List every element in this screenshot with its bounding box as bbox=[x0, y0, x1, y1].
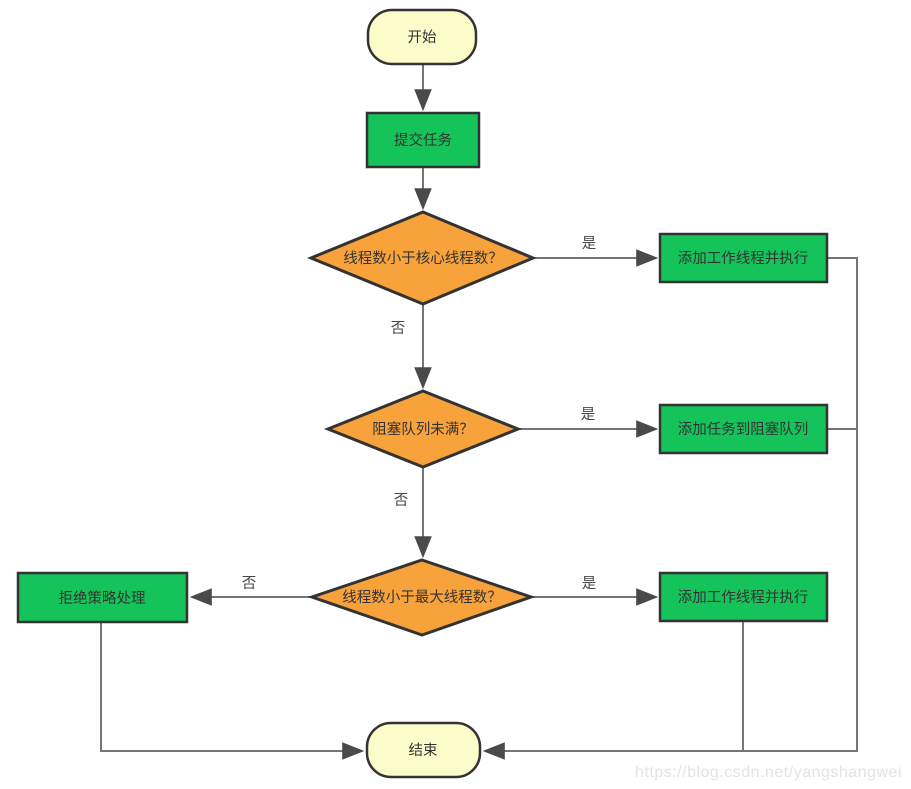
decision-core-label: 线程数小于核心线程数？ bbox=[343, 250, 503, 267]
node-decision-core-threads: 线程数小于核心线程数？ bbox=[307, 210, 537, 306]
submit-task-label: 提交任务 bbox=[394, 131, 452, 149]
edge-label-yes-core: 是 bbox=[582, 236, 597, 252]
csdn-watermark: https://blog.csdn.net/yangshangwei bbox=[635, 764, 902, 781]
node-start: 开始 bbox=[366, 8, 478, 66]
reject-policy-shape bbox=[16, 571, 189, 624]
start-terminal-shape bbox=[366, 8, 478, 66]
add-worker-1-label: 添加工作线程并执行 bbox=[678, 250, 809, 267]
node-end: 结束 bbox=[365, 721, 482, 779]
edge-label-no-max: 否 bbox=[242, 576, 257, 592]
reject-policy-label: 拒绝策略处理 bbox=[59, 590, 146, 607]
edge-label-no-queue: 否 bbox=[394, 493, 409, 509]
add-worker-1-shape bbox=[658, 232, 829, 284]
add-worker-2-label: 添加工作线程并执行 bbox=[678, 589, 809, 606]
edge-label-yes-max: 是 bbox=[582, 576, 597, 592]
end-terminal-shape bbox=[365, 721, 482, 779]
add-task-queue-label: 添加任务到阻塞队列 bbox=[678, 420, 809, 438]
edge-labels: 是 否 是 否 是 否 bbox=[242, 236, 597, 592]
edges bbox=[100, 64, 858, 760]
end-label: 结束 bbox=[409, 742, 438, 759]
node-submit-task: 提交任务 bbox=[365, 111, 481, 169]
node-reject-policy: 拒绝策略处理 bbox=[16, 571, 189, 624]
add-worker-2-shape bbox=[658, 571, 829, 623]
node-decision-max-threads: 线程数小于最大线程数？ bbox=[307, 558, 536, 637]
decision-queue-label: 阻塞队列未满？ bbox=[372, 420, 474, 438]
edge-add-worker-1-to-end bbox=[482, 257, 858, 760]
node-decision-queue-not-full: 阻塞队列未满？ bbox=[323, 389, 523, 469]
edge-reject-to-end bbox=[100, 622, 365, 760]
node-add-worker-1: 添加工作线程并执行 bbox=[658, 232, 829, 284]
decision-core-shape bbox=[307, 210, 537, 306]
start-label: 开始 bbox=[408, 29, 437, 46]
decision-queue-shape bbox=[323, 389, 523, 469]
node-add-worker-2: 添加工作线程并执行 bbox=[658, 571, 829, 623]
decision-max-shape bbox=[307, 558, 536, 637]
submit-task-shape bbox=[365, 111, 481, 169]
edge-label-no-core: 否 bbox=[391, 321, 406, 337]
node-add-task-to-queue: 添加任务到阻塞队列 bbox=[658, 403, 829, 455]
edge-label-yes-queue: 是 bbox=[581, 407, 596, 423]
decision-max-label: 线程数小于最大线程数？ bbox=[342, 589, 502, 606]
add-task-queue-shape bbox=[658, 403, 829, 455]
